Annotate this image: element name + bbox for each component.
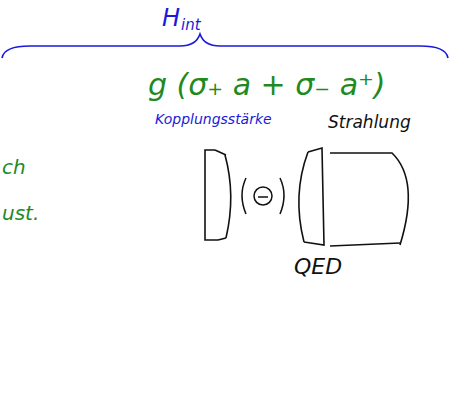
annotation: Kopplungsstärke [155, 112, 272, 126]
mirror-right-surface [299, 152, 308, 242]
hamiltonian-subscript: int [181, 18, 201, 33]
mirror-left-surface [225, 155, 231, 238]
atom-line [258, 196, 268, 198]
mirror-edge [215, 150, 226, 240]
text-fragment: ch [2, 157, 26, 177]
mirror-right [304, 148, 324, 245]
mirror-left [205, 150, 218, 240]
brace [2, 34, 448, 58]
annotation: Strahlung [328, 114, 411, 131]
paren [280, 178, 284, 214]
annotation: QED [294, 256, 342, 278]
radiation-beam [330, 243, 400, 246]
atom [254, 187, 272, 205]
paren [242, 178, 246, 214]
text-fragment: ust. [2, 203, 39, 223]
radiation-beam [330, 153, 408, 245]
interaction-term: g (σ₊ a + σ₋ a⁺) [148, 70, 386, 100]
hamiltonian-symbol: H [162, 6, 180, 30]
